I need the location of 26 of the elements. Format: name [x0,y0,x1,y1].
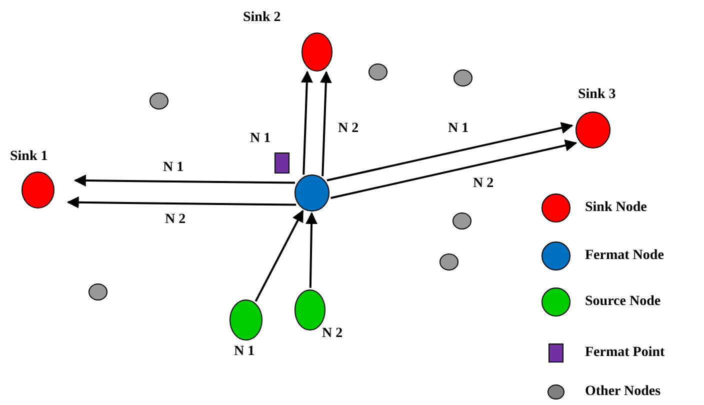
node-label: Sink 1 [10,149,48,165]
node-label: Sink 2 [243,10,281,26]
node-ellipse [439,253,459,271]
legend-label: Other Nodes [585,384,661,400]
node-label: Sink 3 [578,87,616,103]
legend-label: Sink Node [585,200,647,216]
node-ellipse [294,174,330,212]
arrow [74,174,296,187]
legend-label: Fermat Node [585,248,664,264]
arrow [66,196,296,208]
node-ellipse [149,92,169,110]
arrow [330,140,578,199]
node-caption: N 2 [322,326,343,342]
node-ellipse [368,63,388,81]
legend-label: Fermat Point [585,345,665,361]
arrow [254,210,304,302]
node-caption: N 1 [234,344,255,360]
arrow [320,70,332,176]
arrow [306,212,318,288]
node-ellipse [88,283,108,301]
legend-label: Source Node [585,294,661,310]
arrow [300,70,313,175]
node-ellipse [452,212,472,230]
node-ellipse [453,69,473,87]
point-marker [274,152,290,174]
arrow [326,122,574,182]
